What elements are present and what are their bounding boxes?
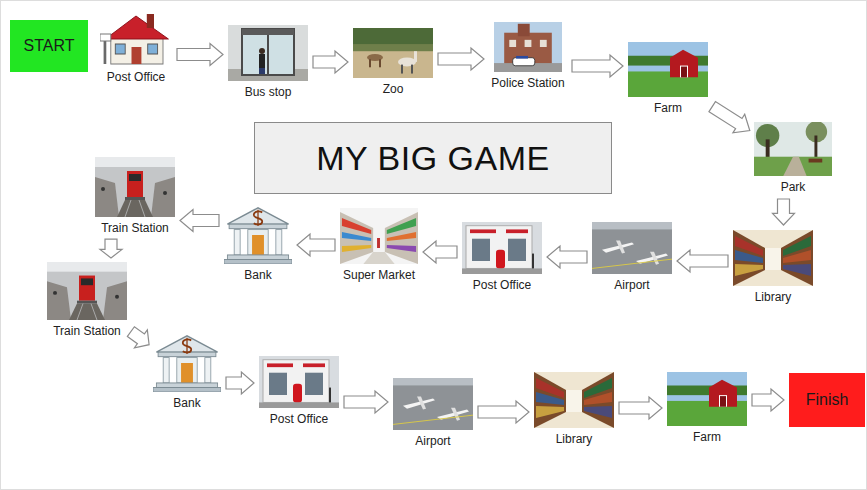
block-arrow [297,234,335,256]
block-arrow [619,397,662,419]
space-label: Train Station [95,221,175,235]
board-space: Library [733,230,813,304]
space-label: Bus stop [228,85,308,99]
space-label: Airport [592,278,672,292]
block-arrow [180,210,219,232]
board-space: Bus stop [228,25,308,99]
bank-icon [153,336,221,392]
library-photo [534,372,614,428]
block-arrow [226,372,254,394]
airport-photo [393,378,473,430]
game-box: START [10,20,88,72]
board-space: Farm [667,372,747,444]
block-arrow [313,51,348,73]
post-office-photo [462,222,542,274]
block-arrow [572,55,623,77]
board-space: Train Station [47,262,127,338]
board-space: Post Office [100,10,172,84]
block-arrow [438,48,484,70]
library-photo [733,230,813,286]
space-label: Super Market [340,268,418,282]
farm-photo [667,372,747,426]
board-space: Park [754,122,832,194]
block-arrow [752,389,784,411]
space-label: Bank [153,396,221,410]
board-space: Farm [628,42,708,115]
space-label: Zoo [353,82,433,96]
block-arrow [547,246,587,268]
police-photo [494,22,562,72]
space-label: Post Office [462,278,542,292]
board-space: Bank [153,334,221,410]
space-label: Police Station [489,76,567,90]
train-photo [95,157,175,217]
space-label: Farm [667,430,747,444]
space-label: Post Office [259,412,339,426]
block-arrow [709,102,750,133]
post-office-photo [259,356,339,408]
space-label: Library [733,290,813,304]
space-label: Farm [628,101,708,115]
board-space: Post Office [259,356,339,426]
park-photo [754,121,832,176]
space-label: Bank [224,268,292,282]
board-space: Super Market [340,208,418,282]
board-space: Zoo [353,28,433,96]
board-space: Post Office [462,222,542,292]
box-label: Finish [806,391,849,409]
supermarket-photo [340,208,418,264]
farm-photo [628,42,708,97]
space-label: Post Office [100,70,172,84]
bank-icon [224,208,292,264]
space-label: Airport [393,434,473,448]
block-arrow [127,327,149,348]
board-space: Police Station [489,22,567,90]
block-arrow [773,199,795,225]
game-box: Finish [789,373,865,427]
block-arrow [344,391,388,413]
space-label: Library [534,432,614,446]
bus-stop-photo [228,25,308,81]
board-space: Bank [224,206,292,282]
airport-photo [592,222,672,274]
post-office-icon [100,14,168,64]
block-arrow [478,401,529,423]
block-arrow [677,250,728,272]
space-label: Train Station [47,324,127,338]
space-label: Park [754,180,832,194]
zoo-photo [353,28,433,78]
box-label: START [24,37,75,55]
train-photo [47,262,127,320]
board-space: Train Station [95,157,175,235]
block-arrow [423,241,457,263]
title-box: MY BIG GAME [254,122,612,194]
board-space: Library [534,372,614,446]
block-arrow [100,239,122,258]
block-arrow [177,44,223,66]
board-space: Airport [393,378,473,448]
title-text: MY BIG GAME [316,139,549,178]
board-space: Airport [592,222,672,292]
